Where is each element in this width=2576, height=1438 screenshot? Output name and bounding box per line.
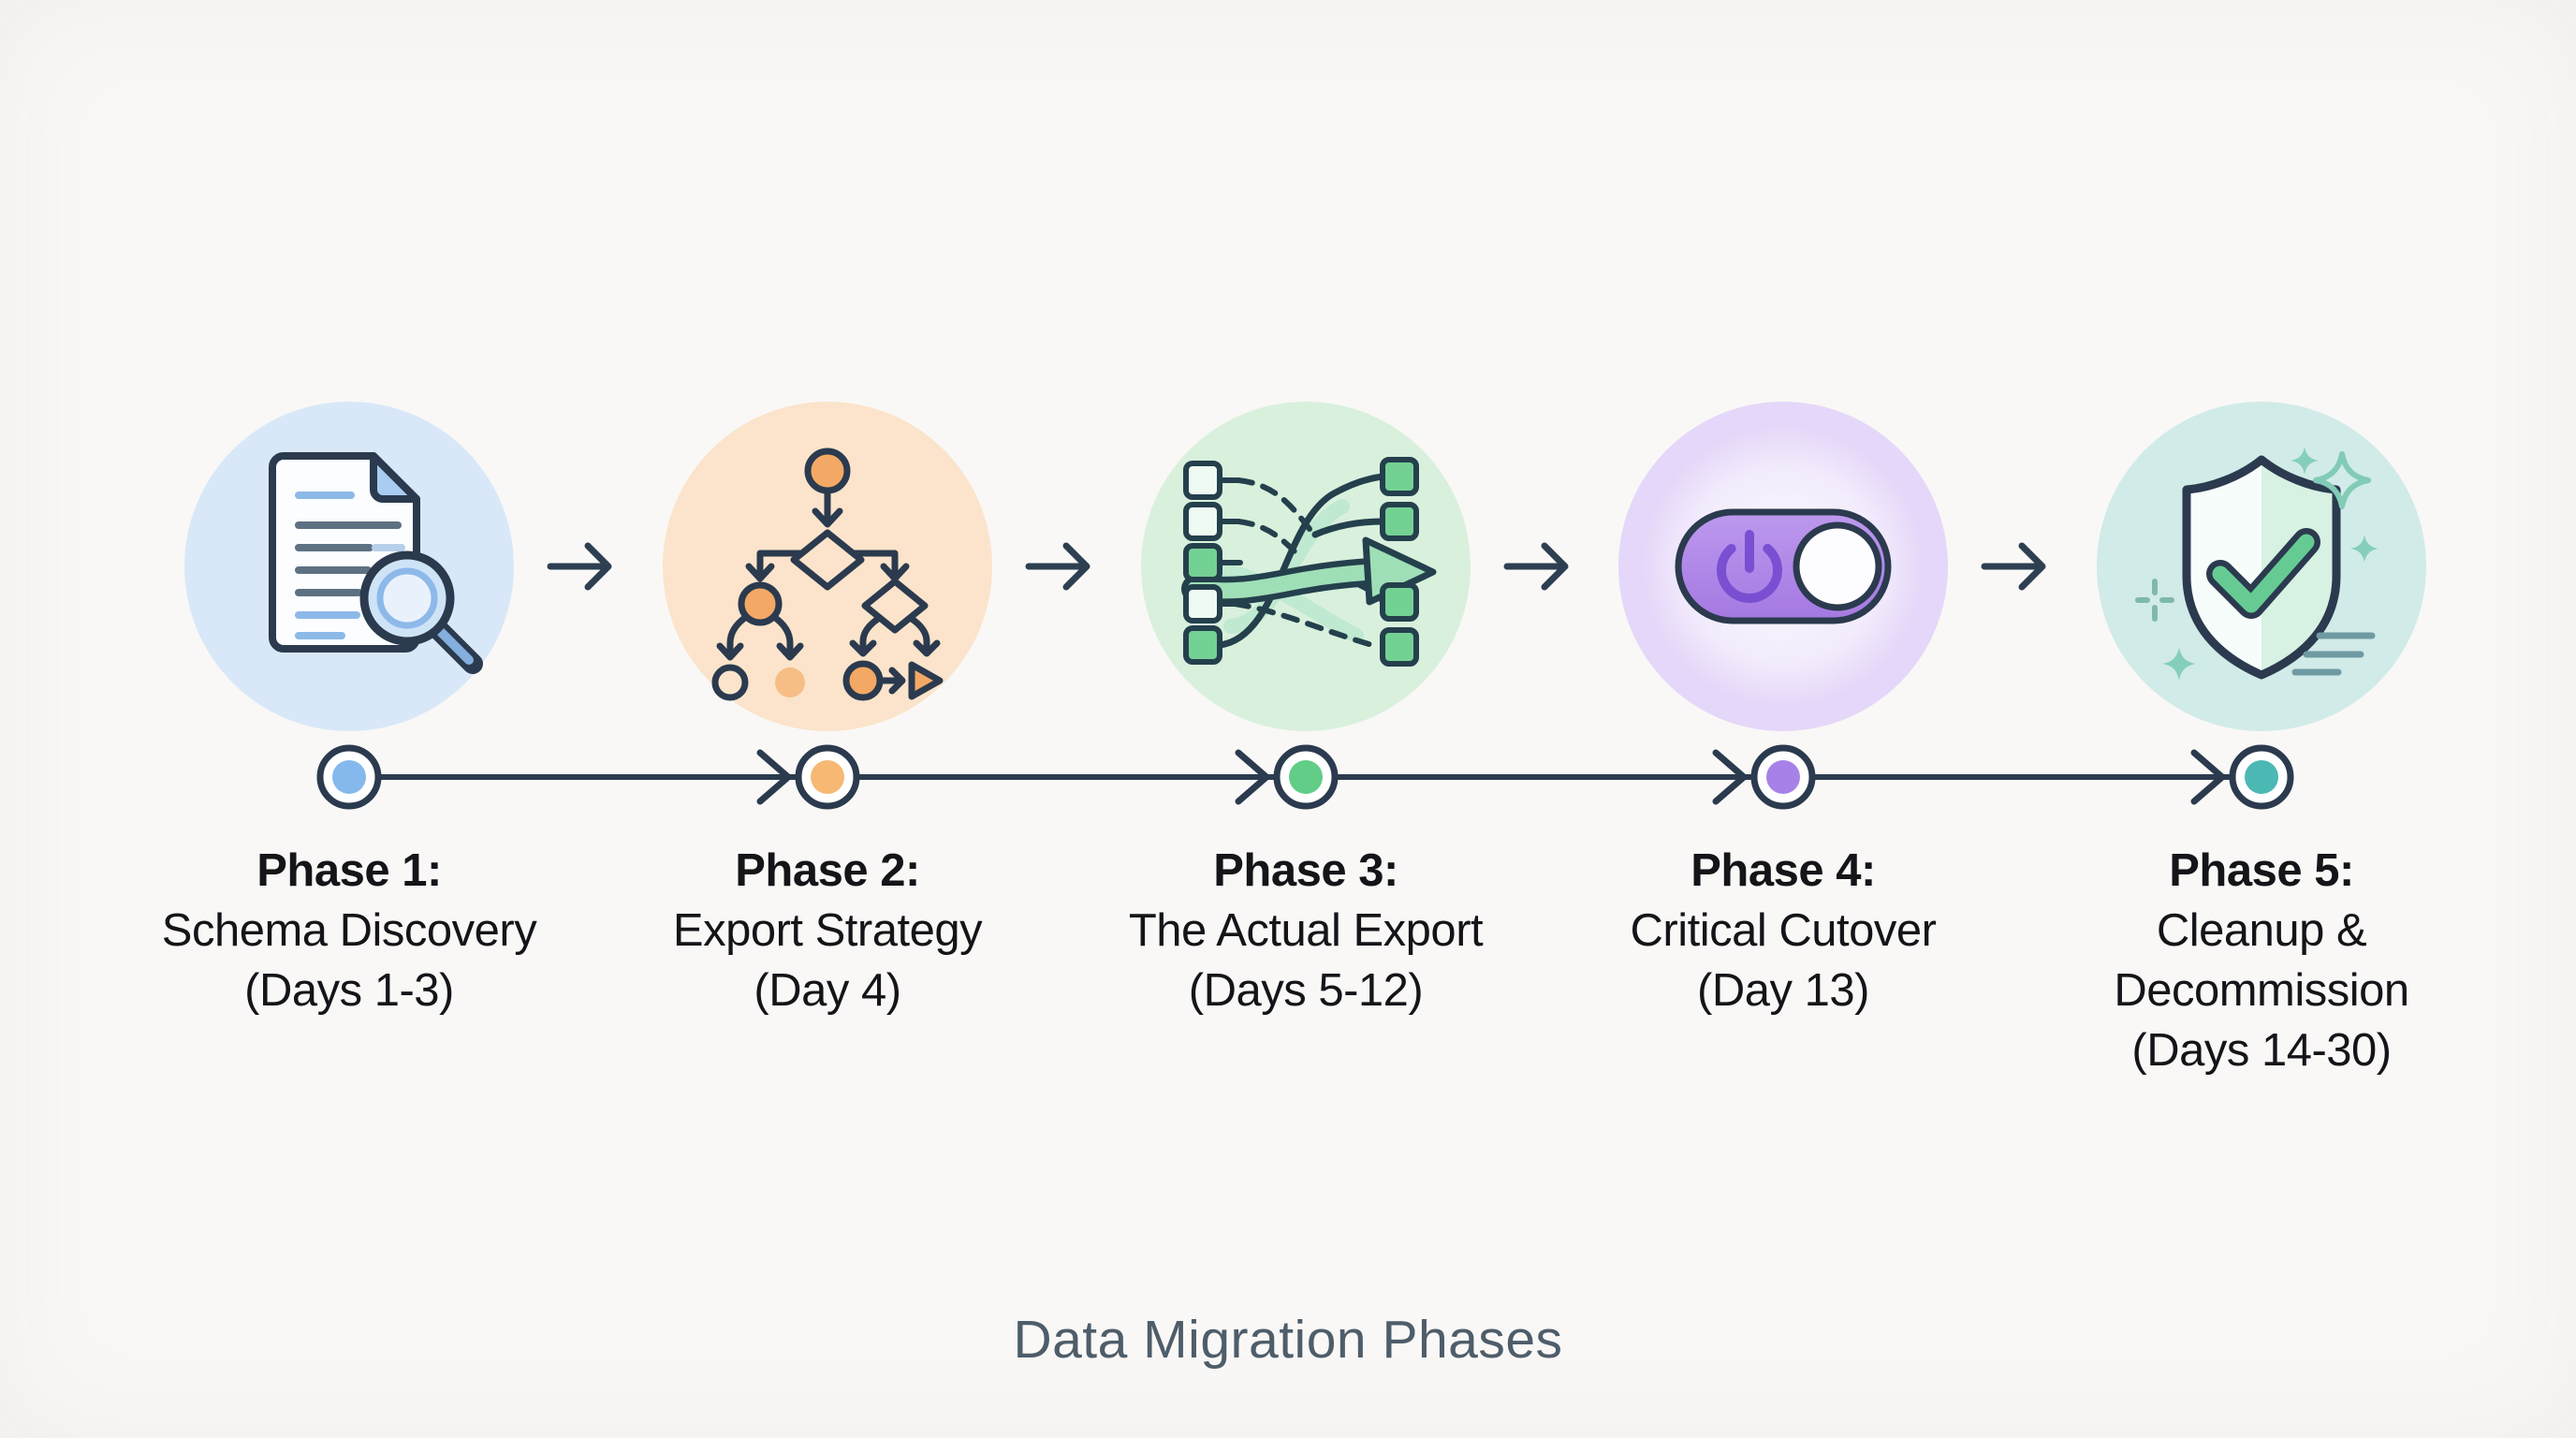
phase-bubble-5 <box>2097 402 2426 731</box>
phase-label-1: Phase 1: Schema Discovery (Days 1-3) <box>106 841 593 1020</box>
right-arrow-icon <box>1025 542 1090 591</box>
right-arrow-icon <box>1981 542 2046 591</box>
phase-3-title: Phase 3: <box>1213 845 1398 896</box>
phase-4-title: Phase 4: <box>1690 845 1876 896</box>
mapping-curves <box>1181 473 1386 650</box>
toggle-switch-icon <box>1643 426 1924 707</box>
magnifier-icon <box>359 550 483 674</box>
phase-2-name: Export Strategy <box>672 905 983 956</box>
timeline-arrowheads <box>756 749 2226 805</box>
phase-3-name: The Actual Export <box>1128 905 1484 956</box>
timeline-dot-1 <box>332 760 366 794</box>
right-arrow-icon <box>1503 542 1569 591</box>
phase-1-title: Phase 1: <box>256 845 442 896</box>
phase-label-4: Phase 4: Critical Cutover (Day 13) <box>1540 841 2027 1020</box>
timeline-dot-2 <box>811 760 844 794</box>
diagram-title: Data Migration Phases <box>1013 1310 1563 1370</box>
phase-2-title: Phase 2: <box>735 845 920 896</box>
phase-4-days: (Day 13) <box>1697 965 1869 1016</box>
phase-label-3: Phase 3: The Actual Export (Days 5-12) <box>1062 841 1549 1020</box>
mapping-squares <box>1183 457 1419 667</box>
flowchart-icon <box>711 448 944 701</box>
phase-5-name-line-1: Cleanup & <box>2156 905 2367 956</box>
phase-bubble-3 <box>1141 402 1471 731</box>
timeline-dot-5 <box>2245 760 2278 794</box>
timeline-dot-4 <box>1766 760 1800 794</box>
phase-5-title: Phase 5: <box>2169 845 2354 896</box>
check-mark <box>2206 528 2320 619</box>
phase-bubble-1 <box>184 402 514 731</box>
timeline <box>316 744 2294 810</box>
document-text-lines <box>295 492 405 639</box>
timeline-dot-3 <box>1289 760 1323 794</box>
power-icon <box>1717 530 1782 603</box>
phase-bubble-4 <box>1618 402 1948 731</box>
phase-5-days: (Days 14-30) <box>2131 1025 2392 1076</box>
phase-5-name-line-2: Decommission <box>2114 965 2409 1016</box>
phase-2-days: (Day 4) <box>754 965 901 1016</box>
phase-1-name: Schema Discovery <box>161 905 537 956</box>
speed-lines <box>2291 632 2376 676</box>
timeline-dots <box>316 744 2294 810</box>
phase-1-days: (Days 1-3) <box>244 965 454 1016</box>
sparkles <box>2135 447 2378 681</box>
flowchart-nodes <box>711 448 944 701</box>
flowchart-lines <box>716 489 941 695</box>
phase-3-days: (Days 5-12) <box>1188 965 1424 1016</box>
document-search-icon <box>269 452 483 674</box>
phase-4-name: Critical Cutover <box>1630 905 1937 956</box>
phase-bubble-2 <box>663 402 992 731</box>
right-arrow-icon <box>547 542 612 591</box>
shield-check-icon <box>2135 447 2378 681</box>
data-mapping-arrow-icon <box>1181 457 1437 667</box>
toggle-knob <box>1793 521 1882 611</box>
shield-outline <box>2182 455 2341 680</box>
phase-label-5: Phase 5: Cleanup & Decommission (Days 14… <box>2018 841 2505 1080</box>
phase-label-2: Phase 2: Export Strategy (Day 4) <box>584 841 1071 1020</box>
document-icon <box>269 452 483 674</box>
